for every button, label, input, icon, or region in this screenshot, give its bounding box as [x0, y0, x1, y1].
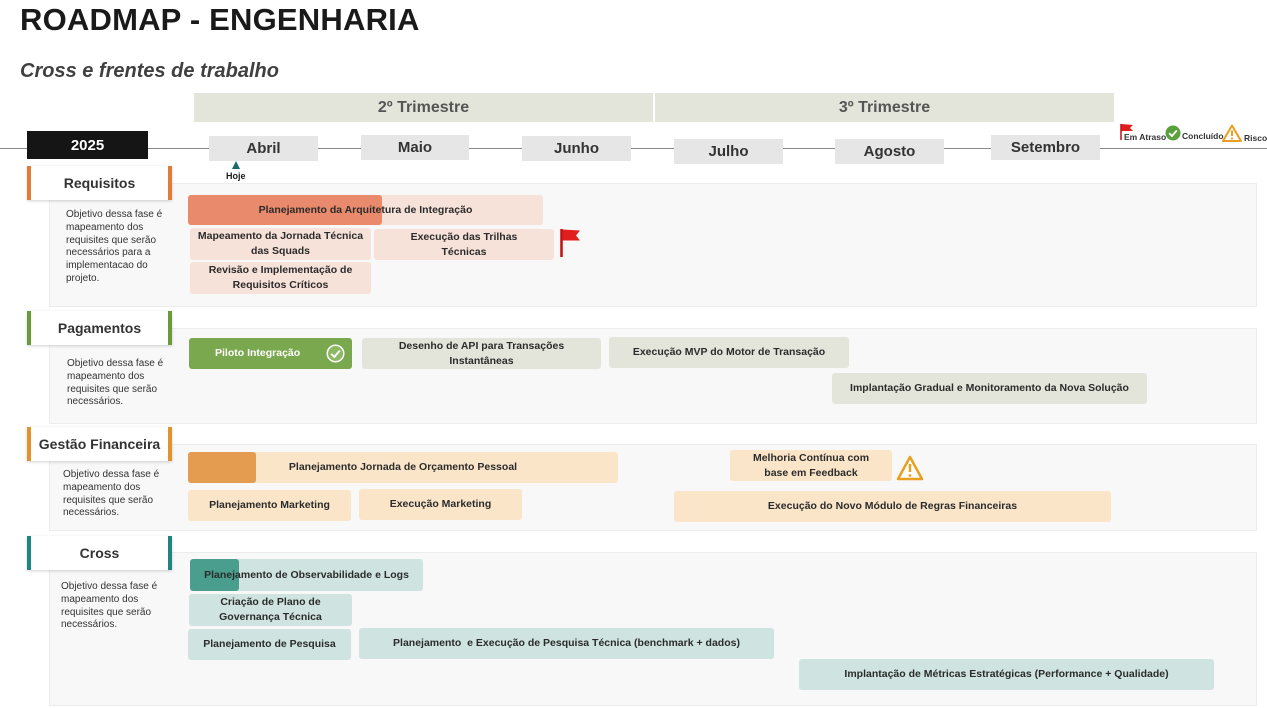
- task-bar[interactable]: Mapeamento da Jornada Técnica das Squads: [190, 228, 371, 260]
- section-tab-cross: Cross: [27, 536, 172, 570]
- red-flag-icon: [560, 229, 580, 257]
- task-bar[interactable]: Planejamento de Pesquisa: [188, 629, 351, 660]
- legend-late-label: Em Atraso: [1124, 132, 1167, 142]
- quarter-q3: 3º Trimestre: [655, 93, 1114, 122]
- task-label: Planejamento de Observabilidade e Logs: [204, 568, 409, 581]
- timeline-axis: [0, 148, 1267, 149]
- month-junho: Junho: [522, 136, 631, 161]
- warning-icon: [1222, 124, 1242, 142]
- task-bar[interactable]: Planejamento e Execução de Pesquisa Técn…: [359, 628, 774, 659]
- task-label: Execução Marketing: [389, 498, 492, 510]
- page-subtitle: Cross e frentes de trabalho: [20, 60, 279, 82]
- task-label: Planejamento Jornada de Orçamento Pessoa…: [288, 461, 518, 473]
- task-bar[interactable]: Planejamento de Observabilidade e Logs: [190, 559, 423, 591]
- progress-fill: [188, 195, 382, 225]
- task-bar[interactable]: Criação de Plano de Governança Técnica: [189, 594, 352, 626]
- red-flag-icon: [1120, 124, 1133, 140]
- task-bar[interactable]: Piloto Integração: [189, 338, 352, 369]
- task-label: Implantação de Métricas Estratégicas (Pe…: [844, 668, 1169, 680]
- task-label: Implantação Gradual e Monitoramento da N…: [850, 382, 1129, 394]
- task-label: Planejamento da Arquitetura de Integraçã…: [258, 203, 473, 216]
- month-agosto: Agosto: [835, 139, 944, 164]
- progress-fill: [188, 452, 256, 483]
- pagamentos-description: Objetivo dessa fase é mapeamento dos req…: [67, 358, 164, 408]
- task-bar[interactable]: Implantação Gradual e Monitoramento da N…: [832, 373, 1147, 404]
- task-bar[interactable]: Execução do Novo Módulo de Regras Financ…: [674, 491, 1111, 522]
- progress-fill: [190, 559, 239, 591]
- requisitos-description: Objetivo dessa fase é mapeamento dos req…: [66, 209, 163, 284]
- month-maio: Maio: [361, 135, 469, 160]
- task-label: Revisão e Implementação de Requisitos Cr…: [208, 264, 353, 291]
- task-label: Planejamento Marketing: [209, 499, 330, 511]
- task-bar[interactable]: Planejamento Marketing: [188, 490, 351, 521]
- task-label: Mapeamento da Jornada Técnica das Squads: [197, 230, 364, 257]
- task-label: Piloto Integração: [215, 347, 301, 359]
- quarter-q2: 2º Trimestre: [194, 93, 653, 122]
- legend-done-label: Concluído: [1182, 131, 1224, 141]
- check-circle-icon: [1165, 125, 1181, 141]
- task-label: Execução MVP do Motor de Transação: [632, 346, 826, 358]
- legend-risk-label: Risco: [1244, 133, 1267, 143]
- warning-icon: [896, 455, 924, 481]
- task-bar[interactable]: Implantação de Métricas Estratégicas (Pe…: [799, 659, 1214, 690]
- month-julho: Julho: [674, 139, 783, 164]
- task-bar[interactable]: Melhoria Contínua com base em Feedback: [730, 450, 892, 481]
- task-bar[interactable]: Planejamento da Arquitetura de Integraçã…: [188, 195, 543, 225]
- task-bar[interactable]: Desenho de API para Transações Instantân…: [362, 338, 601, 369]
- month-abril: Abril: [209, 136, 318, 161]
- task-bar[interactable]: Execução MVP do Motor de Transação: [609, 337, 849, 368]
- section-tab-requisitos: Requisitos: [27, 166, 172, 200]
- task-bar[interactable]: Execução Marketing: [359, 489, 522, 520]
- page-title: ROADMAP - ENGENHARIA: [20, 2, 420, 37]
- month-setembro: Setembro: [991, 135, 1100, 160]
- task-label: Planejamento e Execução de Pesquisa Técn…: [393, 637, 740, 649]
- task-label: Criação de Plano de Governança Técnica: [219, 596, 322, 623]
- financeira-description: Objetivo dessa fase é mapeamento dos req…: [63, 469, 160, 519]
- cross-description: Objetivo dessa fase é mapeamento dos req…: [61, 581, 158, 631]
- task-label: Planejamento de Pesquisa: [203, 638, 336, 650]
- year-badge: 2025: [27, 131, 148, 159]
- task-bar[interactable]: Planejamento Jornada de Orçamento Pessoa…: [188, 452, 618, 483]
- section-tab-pagamentos: Pagamentos: [27, 311, 172, 345]
- today-marker-icon: [232, 161, 240, 169]
- section-tab-financeira: Gestão Financeira: [27, 427, 172, 461]
- task-label: Desenho de API para Transações Instantân…: [398, 339, 565, 367]
- task-bar[interactable]: Revisão e Implementação de Requisitos Cr…: [190, 262, 371, 294]
- task-label: Melhoria Contínua com base em Feedback: [752, 451, 870, 479]
- task-bar[interactable]: Execução das Trilhas Técnicas: [374, 229, 554, 260]
- check-circle-icon: [326, 344, 345, 363]
- task-label: Execução das Trilhas Técnicas: [410, 230, 518, 258]
- today-label: Hoje: [226, 171, 246, 181]
- task-label: Execução do Novo Módulo de Regras Financ…: [767, 500, 1018, 512]
